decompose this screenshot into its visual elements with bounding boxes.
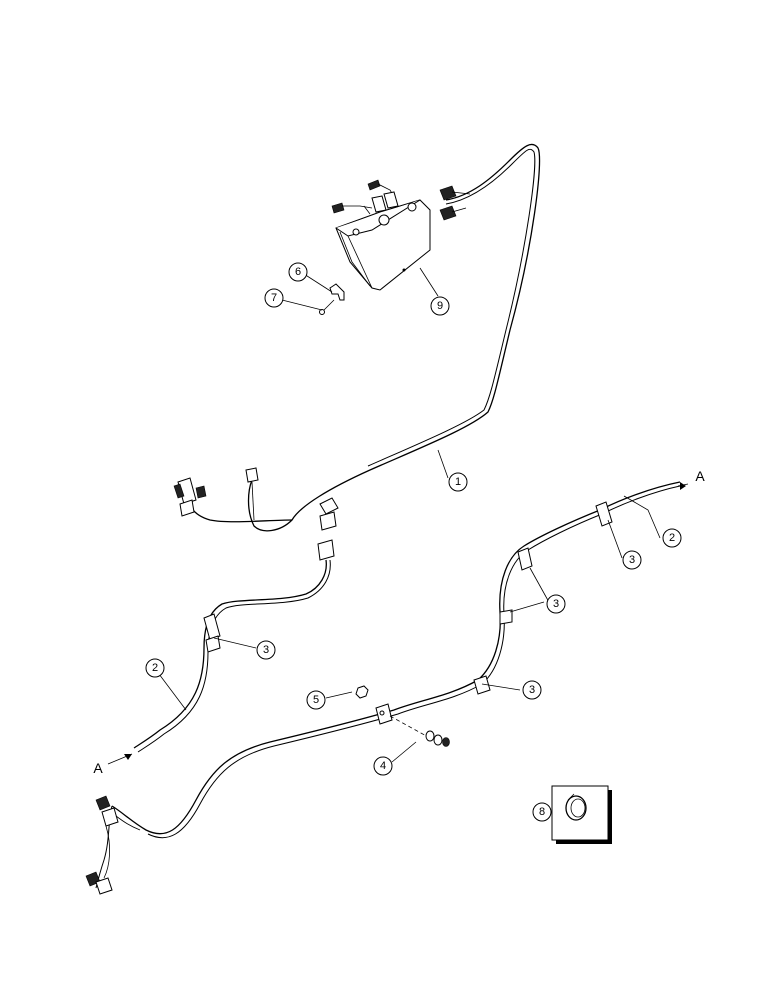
callout-5-label: 5 [313, 694, 319, 706]
main-harness [173, 143, 541, 532]
callout-9-label: 9 [437, 300, 443, 312]
lower-right-harness [85, 481, 681, 895]
callout-2-right: 2 [662, 528, 682, 548]
callout-7: 7 [264, 288, 284, 308]
callout-4-label: 4 [380, 760, 386, 772]
callout-6-label: 6 [295, 266, 301, 278]
callout-2-left-label: 2 [152, 662, 158, 674]
ref-a-right-label: A [695, 468, 705, 484]
callout-3-lower-right-label: 3 [529, 684, 535, 696]
callout-4: 4 [373, 756, 393, 776]
lower-left-harness [133, 539, 335, 753]
section-ref-a-right: A [677, 468, 705, 490]
callout-3-mid-right: 3 [546, 594, 566, 614]
control-box-assembly [319, 179, 431, 315]
callout-8: 8 [532, 802, 552, 822]
callout-2-left: 2 [145, 658, 165, 678]
callout-3-upper-right: 3 [622, 550, 642, 570]
tie-strap-detail-box [551, 785, 612, 844]
ref-a-left-label: A [93, 760, 103, 776]
callout-7-label: 7 [271, 292, 277, 304]
callout-1: 1 [448, 472, 468, 492]
callout-9: 9 [430, 296, 450, 316]
callout-5: 5 [306, 690, 326, 710]
section-ref-a-left: A [93, 753, 133, 776]
callout-6: 6 [288, 262, 308, 282]
callout-3-lower-right: 3 [522, 680, 542, 700]
callout-8-label: 8 [539, 806, 545, 818]
callout-1-label: 1 [455, 476, 461, 488]
callout-3-left: 3 [256, 640, 276, 660]
callout-2-right-label: 2 [669, 532, 675, 544]
callout-leaders [155, 267, 661, 763]
callout-3-mid-right-label: 3 [553, 598, 559, 610]
callout-3-upper-right-label: 3 [629, 554, 635, 566]
callout-3-left-label: 3 [263, 644, 269, 656]
